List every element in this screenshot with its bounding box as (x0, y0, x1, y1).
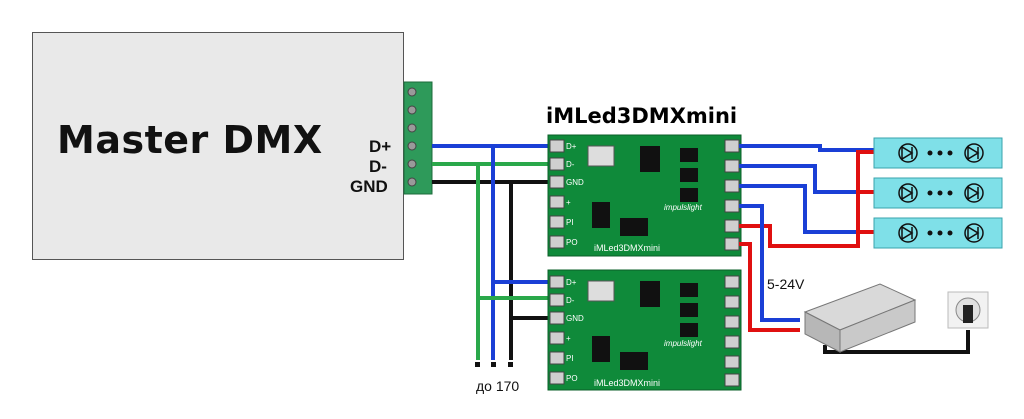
wire-mains (823, 330, 970, 354)
wire-ch1 (739, 144, 876, 152)
wire-psu-plus (739, 242, 800, 332)
board2-pin-d-minus: D- (566, 296, 575, 305)
power-supply (803, 283, 917, 353)
board2-pin-po: PO (566, 374, 578, 383)
dmx-board-2 (547, 269, 742, 391)
board1-label: iMLed3DMXmini (594, 243, 660, 253)
dmx-board-1 (547, 134, 742, 257)
wire-psu-minus (739, 204, 800, 322)
master-pin-gnd: GND (350, 177, 388, 196)
board2-pin-gnd: GND (566, 314, 584, 323)
board1-pin-d-minus: D- (566, 160, 575, 169)
master-pin-d-minus: D- (369, 157, 387, 176)
board1-pin-plus: + (566, 198, 571, 207)
board2-brand: impulslight (664, 339, 703, 348)
chain-limit-note: до 170 (476, 378, 520, 394)
wire-ch3 (739, 184, 876, 234)
board2-label: iMLed3DMXmini (594, 378, 660, 388)
board1-pin-po: PO (566, 238, 578, 247)
master-dmx-title: Master DMX (57, 118, 323, 162)
board2-pin-d-plus: D+ (566, 278, 577, 287)
wire-led-plus (739, 150, 876, 248)
device-title: iMLed3DMXmini (546, 104, 738, 128)
wall-socket (947, 291, 989, 329)
board1-pin-d-plus: D+ (566, 142, 577, 151)
wire-ch2 (739, 164, 876, 194)
board1-pin-gnd: GND (566, 178, 584, 187)
board1-pin-pi: PI (566, 218, 574, 227)
master-dmx-controller (32, 32, 404, 260)
voltage-label: 5-24V (767, 276, 805, 292)
master-terminal-block (403, 81, 433, 195)
board2-pin-plus: + (566, 334, 571, 343)
board1-brand: impulslight (664, 203, 703, 212)
board2-pin-pi: PI (566, 354, 574, 363)
chain-dots (475, 362, 513, 367)
master-pin-d-plus: D+ (369, 137, 392, 156)
